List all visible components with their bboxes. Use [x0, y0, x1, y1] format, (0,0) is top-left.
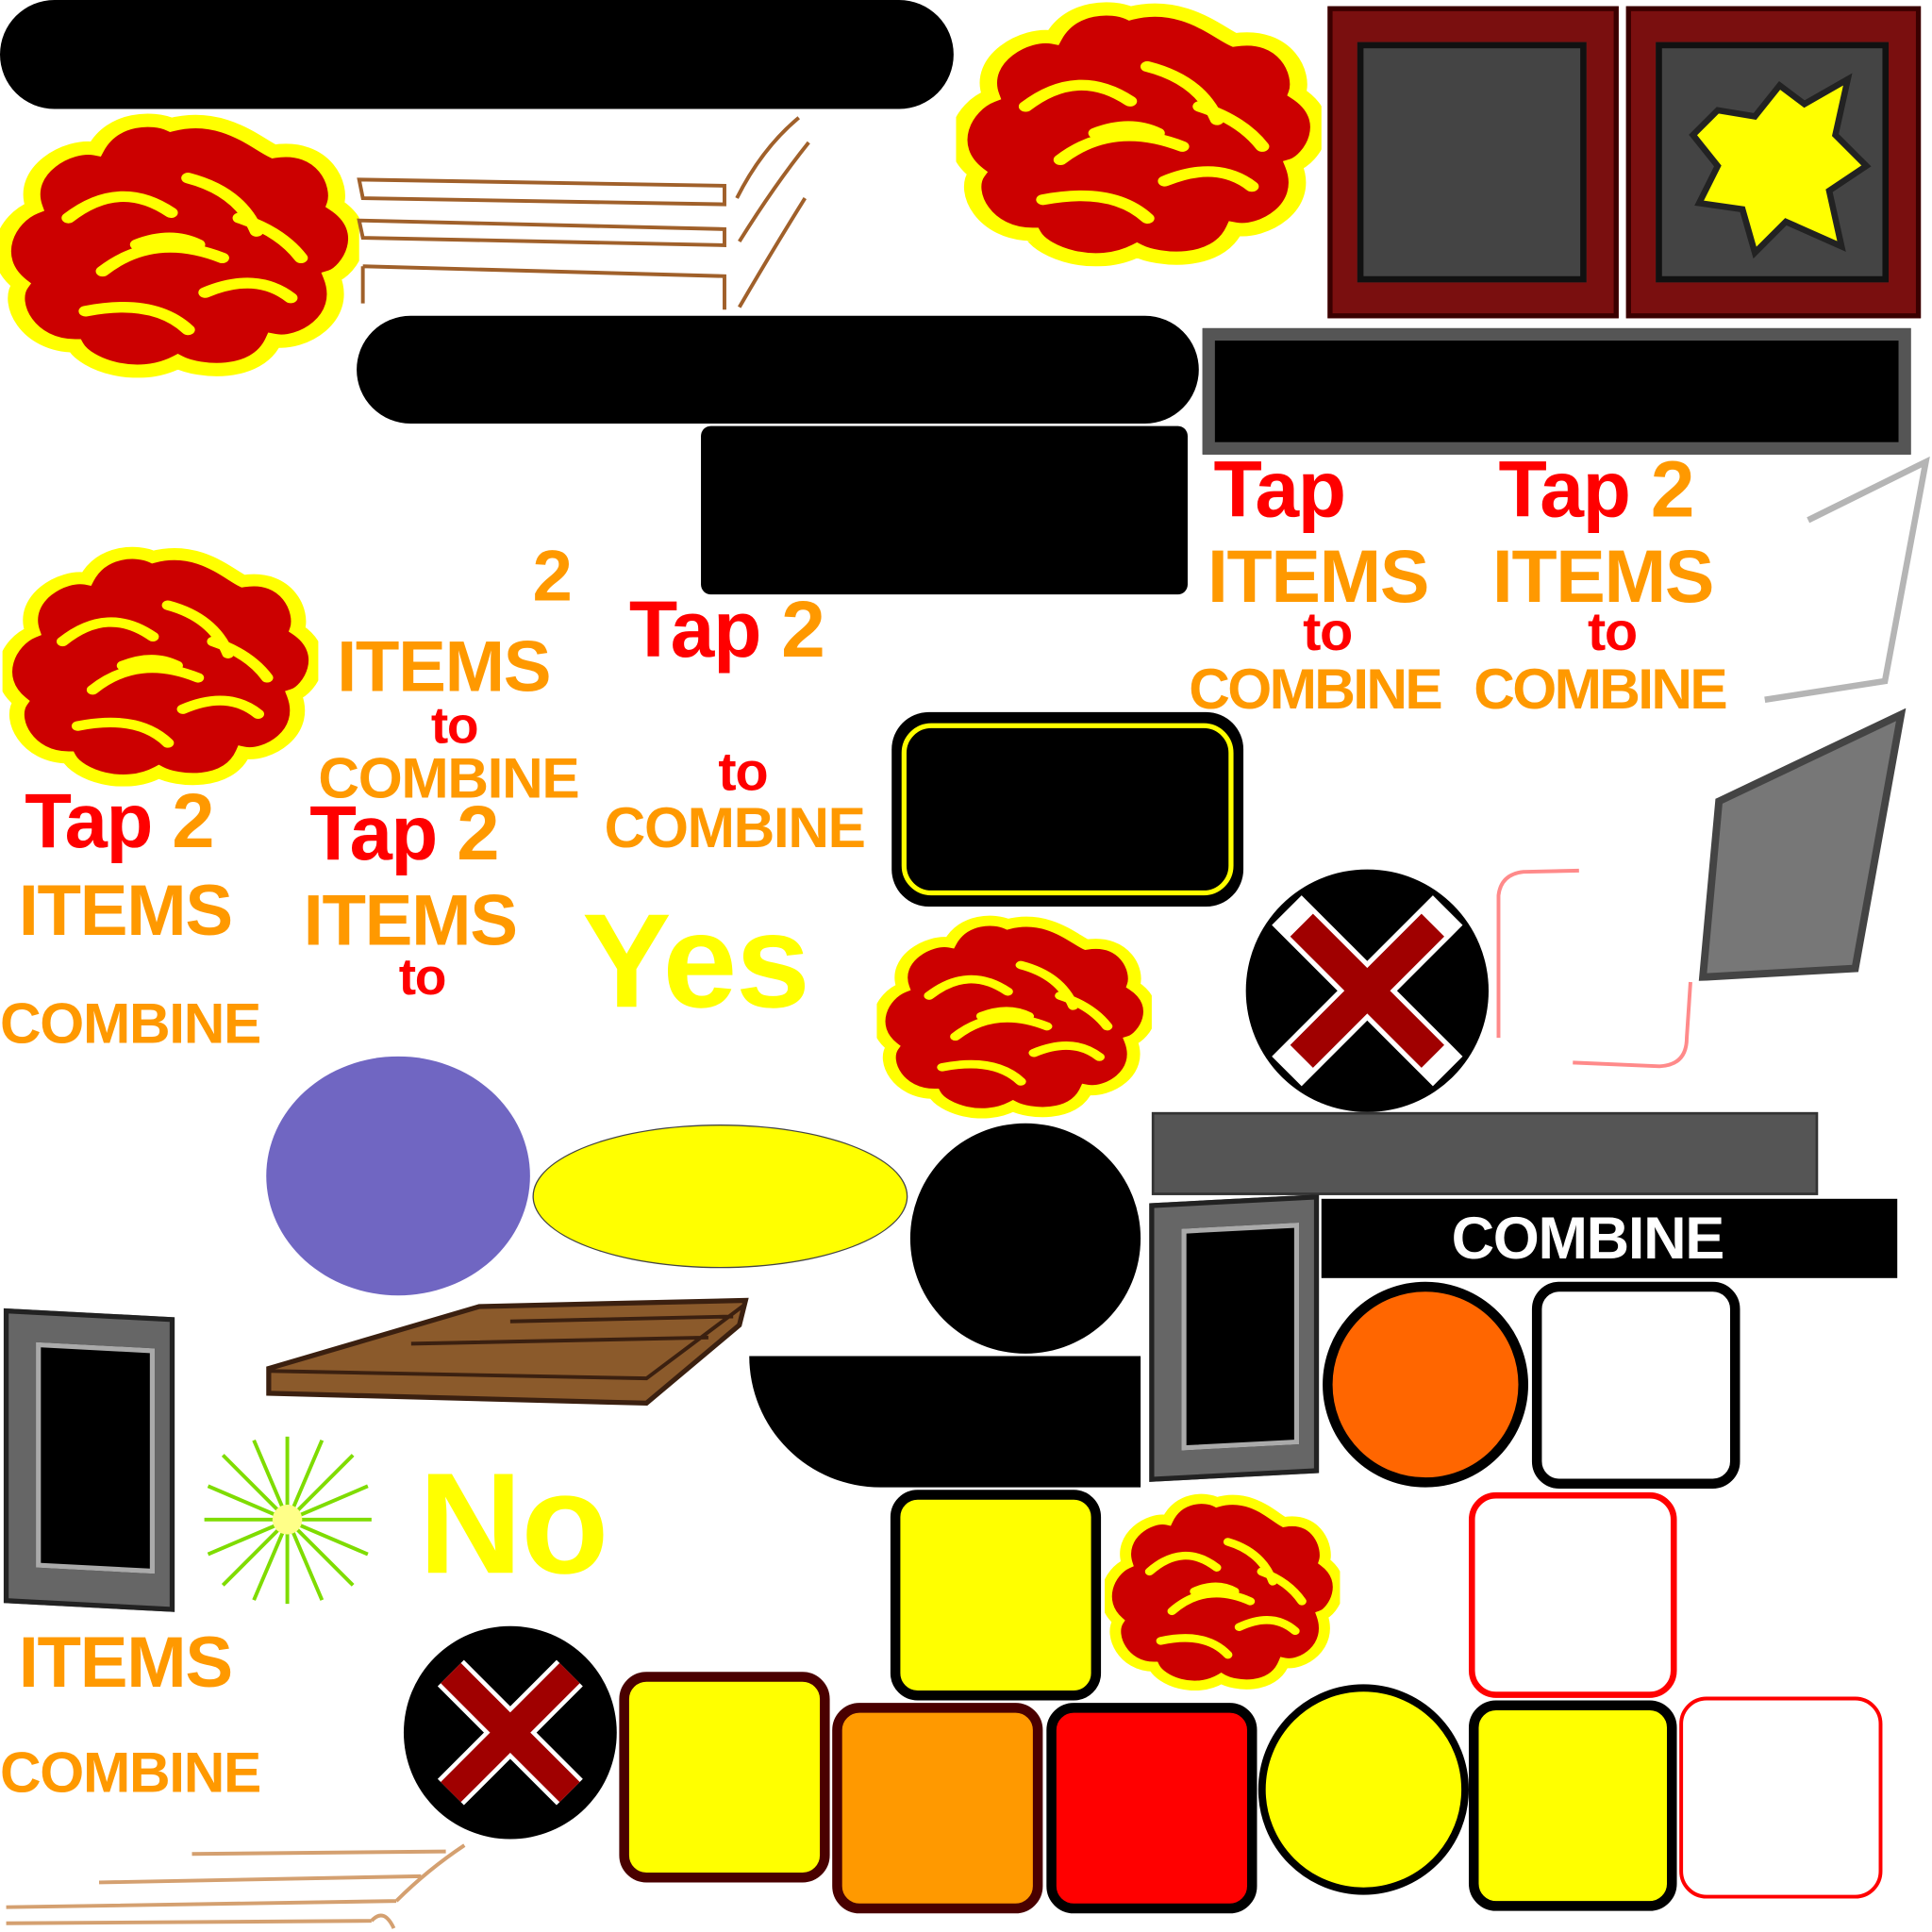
sketch-shelf	[357, 116, 810, 310]
two-label: 2	[781, 584, 825, 675]
red-outline-tile	[1679, 1696, 1883, 1899]
text-combine: COMBINE	[0, 991, 261, 1056]
text-tap: Tap	[1213, 444, 1347, 534]
text-no: No	[418, 1442, 609, 1605]
gray-bar	[1151, 1111, 1819, 1195]
white-square-tile	[1531, 1281, 1740, 1489]
purple-circle	[266, 1056, 530, 1296]
yellow-tile	[619, 1672, 830, 1883]
broken-crate	[1625, 6, 1922, 319]
text-to: to	[430, 695, 479, 755]
black-half-shape	[749, 1356, 1141, 1488]
dark-crate	[1327, 6, 1619, 319]
x-icon	[437, 1659, 583, 1806]
combine-button-label: COMBINE	[1451, 1206, 1725, 1273]
black-panel	[701, 425, 1188, 595]
two-label: 2	[1650, 444, 1695, 534]
text-combine: COMBINE	[1474, 656, 1727, 722]
explosion-flower-icon	[1105, 1492, 1340, 1690]
wooden-plank	[266, 1297, 749, 1407]
explosion-flower-icon	[876, 914, 1151, 1119]
explosion-flower-icon	[956, 0, 1321, 266]
red-tile	[1046, 1703, 1257, 1914]
orange-tile	[832, 1703, 1043, 1914]
tap-label: Tap	[1498, 444, 1631, 534]
text-to: to	[1303, 602, 1353, 663]
tap-label: Tap	[309, 791, 438, 877]
text-tap: Tap 2	[629, 590, 825, 669]
combine-button[interactable]: COMBINE	[1321, 1198, 1898, 1278]
text-items: ITEMS	[337, 626, 551, 708]
explosion-flower-icon	[3, 545, 319, 787]
sketch-shelf	[6, 1843, 466, 1929]
text-items: ITEMS	[303, 880, 518, 961]
tap-label: Tap	[628, 584, 762, 675]
text-items: ITEMS	[18, 1622, 233, 1704]
red-outline-tile	[1468, 1491, 1677, 1698]
close-button[interactable]	[1245, 869, 1489, 1112]
yellow-square-tile	[890, 1490, 1102, 1701]
text-items: ITEMS	[1207, 535, 1429, 619]
pink-bracket-frame	[1496, 868, 1692, 1069]
gray-angled-frame	[1764, 456, 1930, 703]
text-two: 2	[532, 536, 573, 617]
tap-label: Tap	[25, 778, 153, 865]
two-label: 2	[172, 778, 214, 865]
orange-circle	[1323, 1281, 1528, 1488]
black-pill-bar	[357, 315, 1199, 424]
text-combine: COMBINE	[0, 1740, 261, 1805]
yellow-outlined-panel	[891, 711, 1244, 907]
text-combine: COMBINE	[604, 794, 866, 860]
text-to: to	[398, 947, 447, 1006]
gray-framed-bar	[1202, 327, 1911, 455]
text-yes: Yes	[582, 885, 810, 1036]
window-frame	[3, 1307, 175, 1612]
black-pill-bar	[0, 0, 954, 109]
text-tap: Tap 2	[1498, 450, 1694, 529]
window-frame	[1149, 1194, 1320, 1482]
yellow-ellipse	[532, 1124, 908, 1269]
explosion-flower-icon	[0, 111, 359, 377]
text-to: to	[718, 741, 768, 803]
text-to: to	[1588, 602, 1638, 663]
x-icon	[1272, 895, 1463, 1087]
text-tap: Tap 2	[309, 795, 499, 873]
text-tap: Tap 2	[25, 783, 214, 860]
close-button[interactable]	[403, 1625, 617, 1840]
two-label: 2	[457, 791, 499, 877]
text-items: ITEMS	[18, 870, 233, 952]
sparkle-icon	[204, 1436, 372, 1605]
text-combine: COMBINE	[1189, 656, 1442, 722]
text-items: ITEMS	[1491, 535, 1714, 619]
yellow-circle	[1257, 1684, 1469, 1895]
yellow-tile	[1468, 1700, 1677, 1911]
gray-panel	[1698, 708, 1907, 981]
text-combine: COMBINE	[318, 745, 579, 810]
black-circle	[909, 1123, 1141, 1354]
